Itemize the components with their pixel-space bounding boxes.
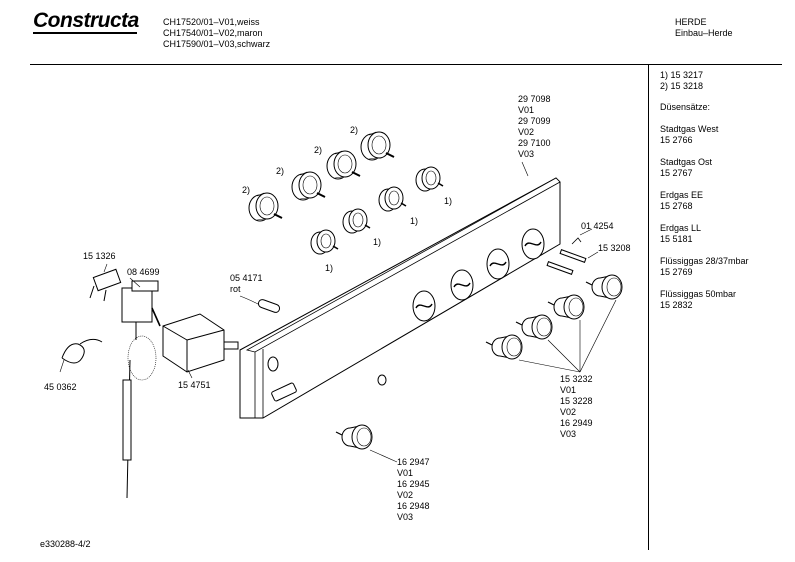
bottom-knob-part-label: 16 2947 <box>397 457 430 467</box>
note-1-marker: 1) <box>410 216 418 226</box>
panel-part-label: 29 7099 <box>518 116 551 126</box>
bottom-knob-part-label: 16 2945 <box>397 479 430 489</box>
lamp-color-label: rot <box>230 284 241 294</box>
model-line-1: CH17520/01–V01,weiss <box>163 17 260 27</box>
header-divider <box>30 64 782 65</box>
note-2-marker: 2) <box>314 145 322 155</box>
model-line-3: CH17590/01–V03,schwarz <box>163 39 271 49</box>
panel-part-label: V02 <box>518 127 534 137</box>
note-2-marker: 2) <box>276 166 284 176</box>
thermostat <box>121 277 161 499</box>
note-1-marker: 1) <box>325 263 333 273</box>
gas-name: Stadtgas Ost <box>660 157 713 167</box>
panel-part-label: 29 7100 <box>518 138 551 148</box>
gas-part: 15 2767 <box>660 168 693 178</box>
note-1: 1) 15 3217 <box>660 70 704 80</box>
top-knob-group <box>248 131 444 255</box>
lamp-label: 05 4171 <box>230 273 263 283</box>
plug <box>89 263 122 302</box>
plug-label: 15 1326 <box>83 251 116 261</box>
gas-part: 15 2769 <box>660 267 693 277</box>
panel-knob-opening <box>486 248 510 280</box>
brand-logo: Constructa <box>33 9 139 34</box>
bottom-knob-part-label: V03 <box>397 512 413 522</box>
selector-switch <box>162 313 239 379</box>
nozzle-heading: Düsensätze: <box>660 102 711 112</box>
panel-part-label: 29 7098 <box>518 94 551 104</box>
panel-knob-opening <box>521 228 545 260</box>
leader-lines <box>521 161 529 177</box>
thermostat-label: 08 4699 <box>127 267 160 277</box>
bottom-knob-part-label: 16 2948 <box>397 501 430 511</box>
power-cable <box>59 338 103 373</box>
category-label: HERDE <box>675 17 707 27</box>
gas-part: 15 2766 <box>660 135 693 145</box>
gas-part: 15 5181 <box>660 234 693 244</box>
knob-part-label: V01 <box>560 385 576 395</box>
sidebar-divider <box>648 64 649 550</box>
panel-part-label: V03 <box>518 149 534 159</box>
panel-knob-opening <box>450 269 474 301</box>
gas-name: Erdgas EE <box>660 190 704 200</box>
front-knob-group <box>485 274 623 373</box>
subcategory-label: Einbau–Herde <box>675 28 733 38</box>
knob-part-label: 16 2949 <box>560 418 593 428</box>
gas-part: 15 2832 <box>660 300 693 310</box>
panel-knob-opening <box>412 290 436 322</box>
gas-part: 15 2768 <box>660 201 693 211</box>
gas-name: Stadtgas West <box>660 124 719 134</box>
bottom-knob <box>335 424 398 463</box>
note-2-marker: 2) <box>350 125 358 135</box>
knob-part-label: 15 3228 <box>560 396 593 406</box>
note-2: 2) 15 3218 <box>660 81 704 91</box>
knob-part-label: V02 <box>560 407 576 417</box>
gas-name: Flüssiggas 50mbar <box>660 289 737 299</box>
note-1-marker: 1) <box>373 237 381 247</box>
control-panel <box>239 177 561 419</box>
switch-label: 15 4751 <box>178 380 211 390</box>
knob-part-label: 15 3232 <box>560 374 593 384</box>
drawing-id: e330288-4/2 <box>40 539 91 549</box>
model-line-2: CH17540/01–V02,maron <box>163 28 263 38</box>
gas-name: Erdgas LL <box>660 223 702 233</box>
cable-label: 45 0362 <box>44 382 77 392</box>
bottom-knob-part-label: V02 <box>397 490 413 500</box>
panel-part-label: V01 <box>518 105 534 115</box>
bottom-knob-part-label: V01 <box>397 468 413 478</box>
signal-lamp <box>239 295 281 313</box>
screw-assembly <box>546 228 599 275</box>
screw-label: 15 3208 <box>598 243 631 253</box>
screw-clip-label: 01 4254 <box>581 221 614 231</box>
gas-name: Flüssiggas 28/37mbar <box>660 256 749 266</box>
note-2-marker: 2) <box>242 185 250 195</box>
note-1-marker: 1) <box>444 196 452 206</box>
knob-part-label: V03 <box>560 429 576 439</box>
